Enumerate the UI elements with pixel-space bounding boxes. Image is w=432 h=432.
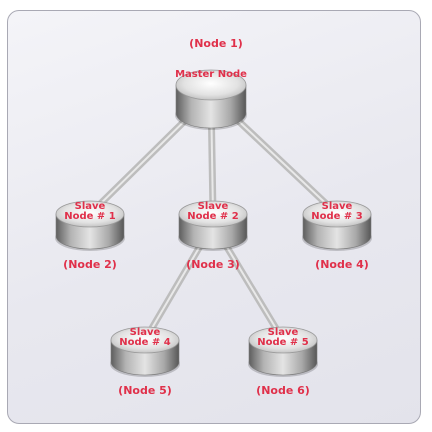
node-caption: (Node 5)	[118, 384, 172, 397]
node-label: Slave	[130, 327, 161, 338]
node-label: Node # 1	[64, 211, 116, 222]
node-label: Master Node	[175, 69, 247, 80]
node-label: Node # 4	[119, 337, 171, 348]
node-caption: (Node 2)	[63, 258, 117, 271]
node-label: Slave	[322, 201, 353, 212]
node-label: Node # 3	[311, 211, 363, 222]
node-caption: (Node 4)	[315, 258, 369, 271]
node-label: Node # 5	[257, 337, 309, 348]
node-caption: (Node 1)	[189, 37, 243, 50]
node-label: Slave	[198, 201, 229, 212]
node-label: Node # 2	[187, 211, 239, 222]
node-caption: (Node 3)	[186, 258, 240, 271]
caption-layer: (Node 1) (Node 2) (Node 3) (Node 4) (Node 5)…	[63, 37, 369, 397]
node-label: Slave	[268, 327, 299, 338]
node-caption: (Node 6)	[256, 384, 310, 397]
node-label: Slave	[75, 201, 106, 212]
master-node-disk: Master Node	[175, 69, 247, 130]
